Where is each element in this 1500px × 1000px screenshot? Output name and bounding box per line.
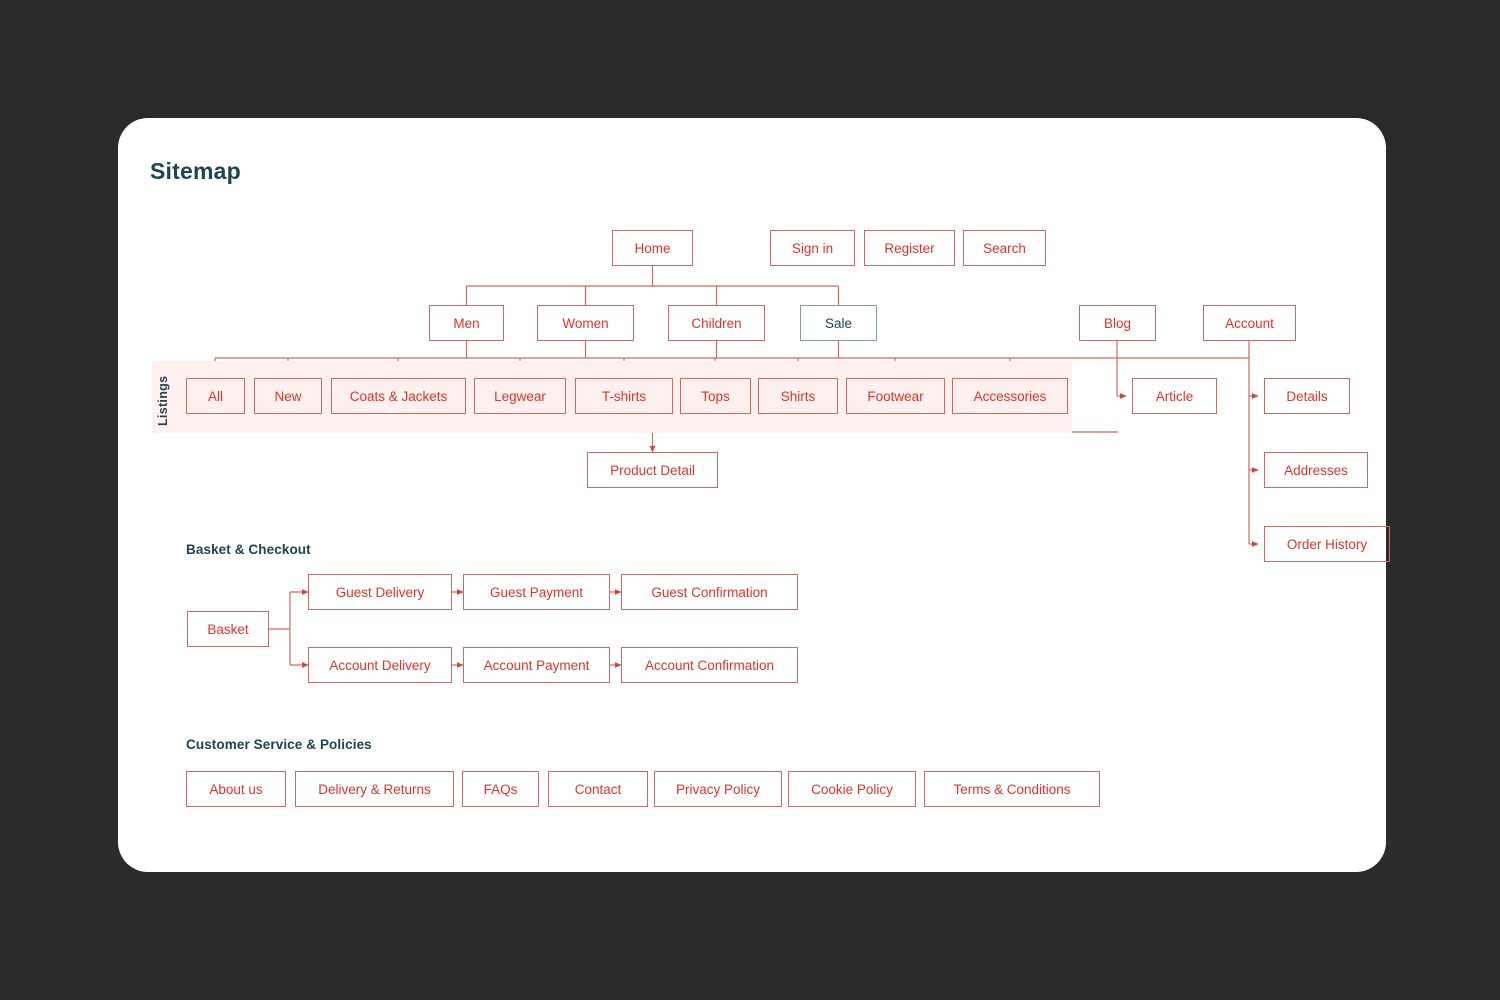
node-men[interactable]: Men	[429, 305, 504, 341]
node-article[interactable]: Article	[1132, 378, 1217, 414]
node-search[interactable]: Search	[963, 230, 1046, 266]
node-listing-tops[interactable]: Tops	[680, 378, 751, 414]
section-title-customer-service: Customer Service & Policies	[186, 737, 372, 752]
node-sale[interactable]: Sale	[800, 305, 877, 341]
node-listing-coats-jackets[interactable]: Coats & Jackets	[331, 378, 466, 414]
node-faqs[interactable]: FAQs	[462, 771, 539, 807]
node-addresses[interactable]: Addresses	[1264, 452, 1368, 488]
node-details[interactable]: Details	[1264, 378, 1350, 414]
node-listing-footwear[interactable]: Footwear	[846, 378, 945, 414]
node-women[interactable]: Women	[537, 305, 634, 341]
node-sign-in[interactable]: Sign in	[770, 230, 855, 266]
node-privacy-policy[interactable]: Privacy Policy	[654, 771, 782, 807]
node-product-detail[interactable]: Product Detail	[587, 452, 718, 488]
node-basket[interactable]: Basket	[187, 611, 269, 647]
node-account-payment[interactable]: Account Payment	[463, 647, 610, 683]
node-delivery-returns[interactable]: Delivery & Returns	[295, 771, 454, 807]
node-about-us[interactable]: About us	[186, 771, 286, 807]
node-cookie-policy[interactable]: Cookie Policy	[788, 771, 916, 807]
node-home[interactable]: Home	[612, 230, 693, 266]
node-listing-new[interactable]: New	[254, 378, 322, 414]
listings-band	[152, 361, 1072, 433]
node-guest-delivery[interactable]: Guest Delivery	[308, 574, 452, 610]
node-account-confirmation[interactable]: Account Confirmation	[621, 647, 798, 683]
node-children[interactable]: Children	[668, 305, 765, 341]
node-terms-conditions[interactable]: Terms & Conditions	[924, 771, 1100, 807]
node-register[interactable]: Register	[864, 230, 955, 266]
sitemap-canvas: Home Sign in Register Search Men Women C…	[118, 118, 1390, 872]
node-blog[interactable]: Blog	[1079, 305, 1156, 341]
node-guest-payment[interactable]: Guest Payment	[463, 574, 610, 610]
node-guest-confirmation[interactable]: Guest Confirmation	[621, 574, 798, 610]
node-listing-legwear[interactable]: Legwear	[474, 378, 566, 414]
node-account-delivery[interactable]: Account Delivery	[308, 647, 452, 683]
sitemap-card: Sitemap	[118, 118, 1390, 872]
node-contact[interactable]: Contact	[548, 771, 648, 807]
page-title: Sitemap	[150, 158, 241, 184]
node-order-history[interactable]: Order History	[1264, 526, 1390, 562]
node-account[interactable]: Account	[1203, 305, 1296, 341]
section-title-basket-checkout: Basket & Checkout	[186, 542, 311, 557]
connector-lines	[212, 266, 1259, 668]
node-listing-shirts[interactable]: Shirts	[758, 378, 838, 414]
node-listing-t-shirts[interactable]: T-shirts	[575, 378, 673, 414]
node-listing-accessories[interactable]: Accessories	[952, 378, 1068, 414]
node-listing-all[interactable]: All	[186, 378, 245, 414]
listings-band-label: Listings	[156, 375, 170, 426]
